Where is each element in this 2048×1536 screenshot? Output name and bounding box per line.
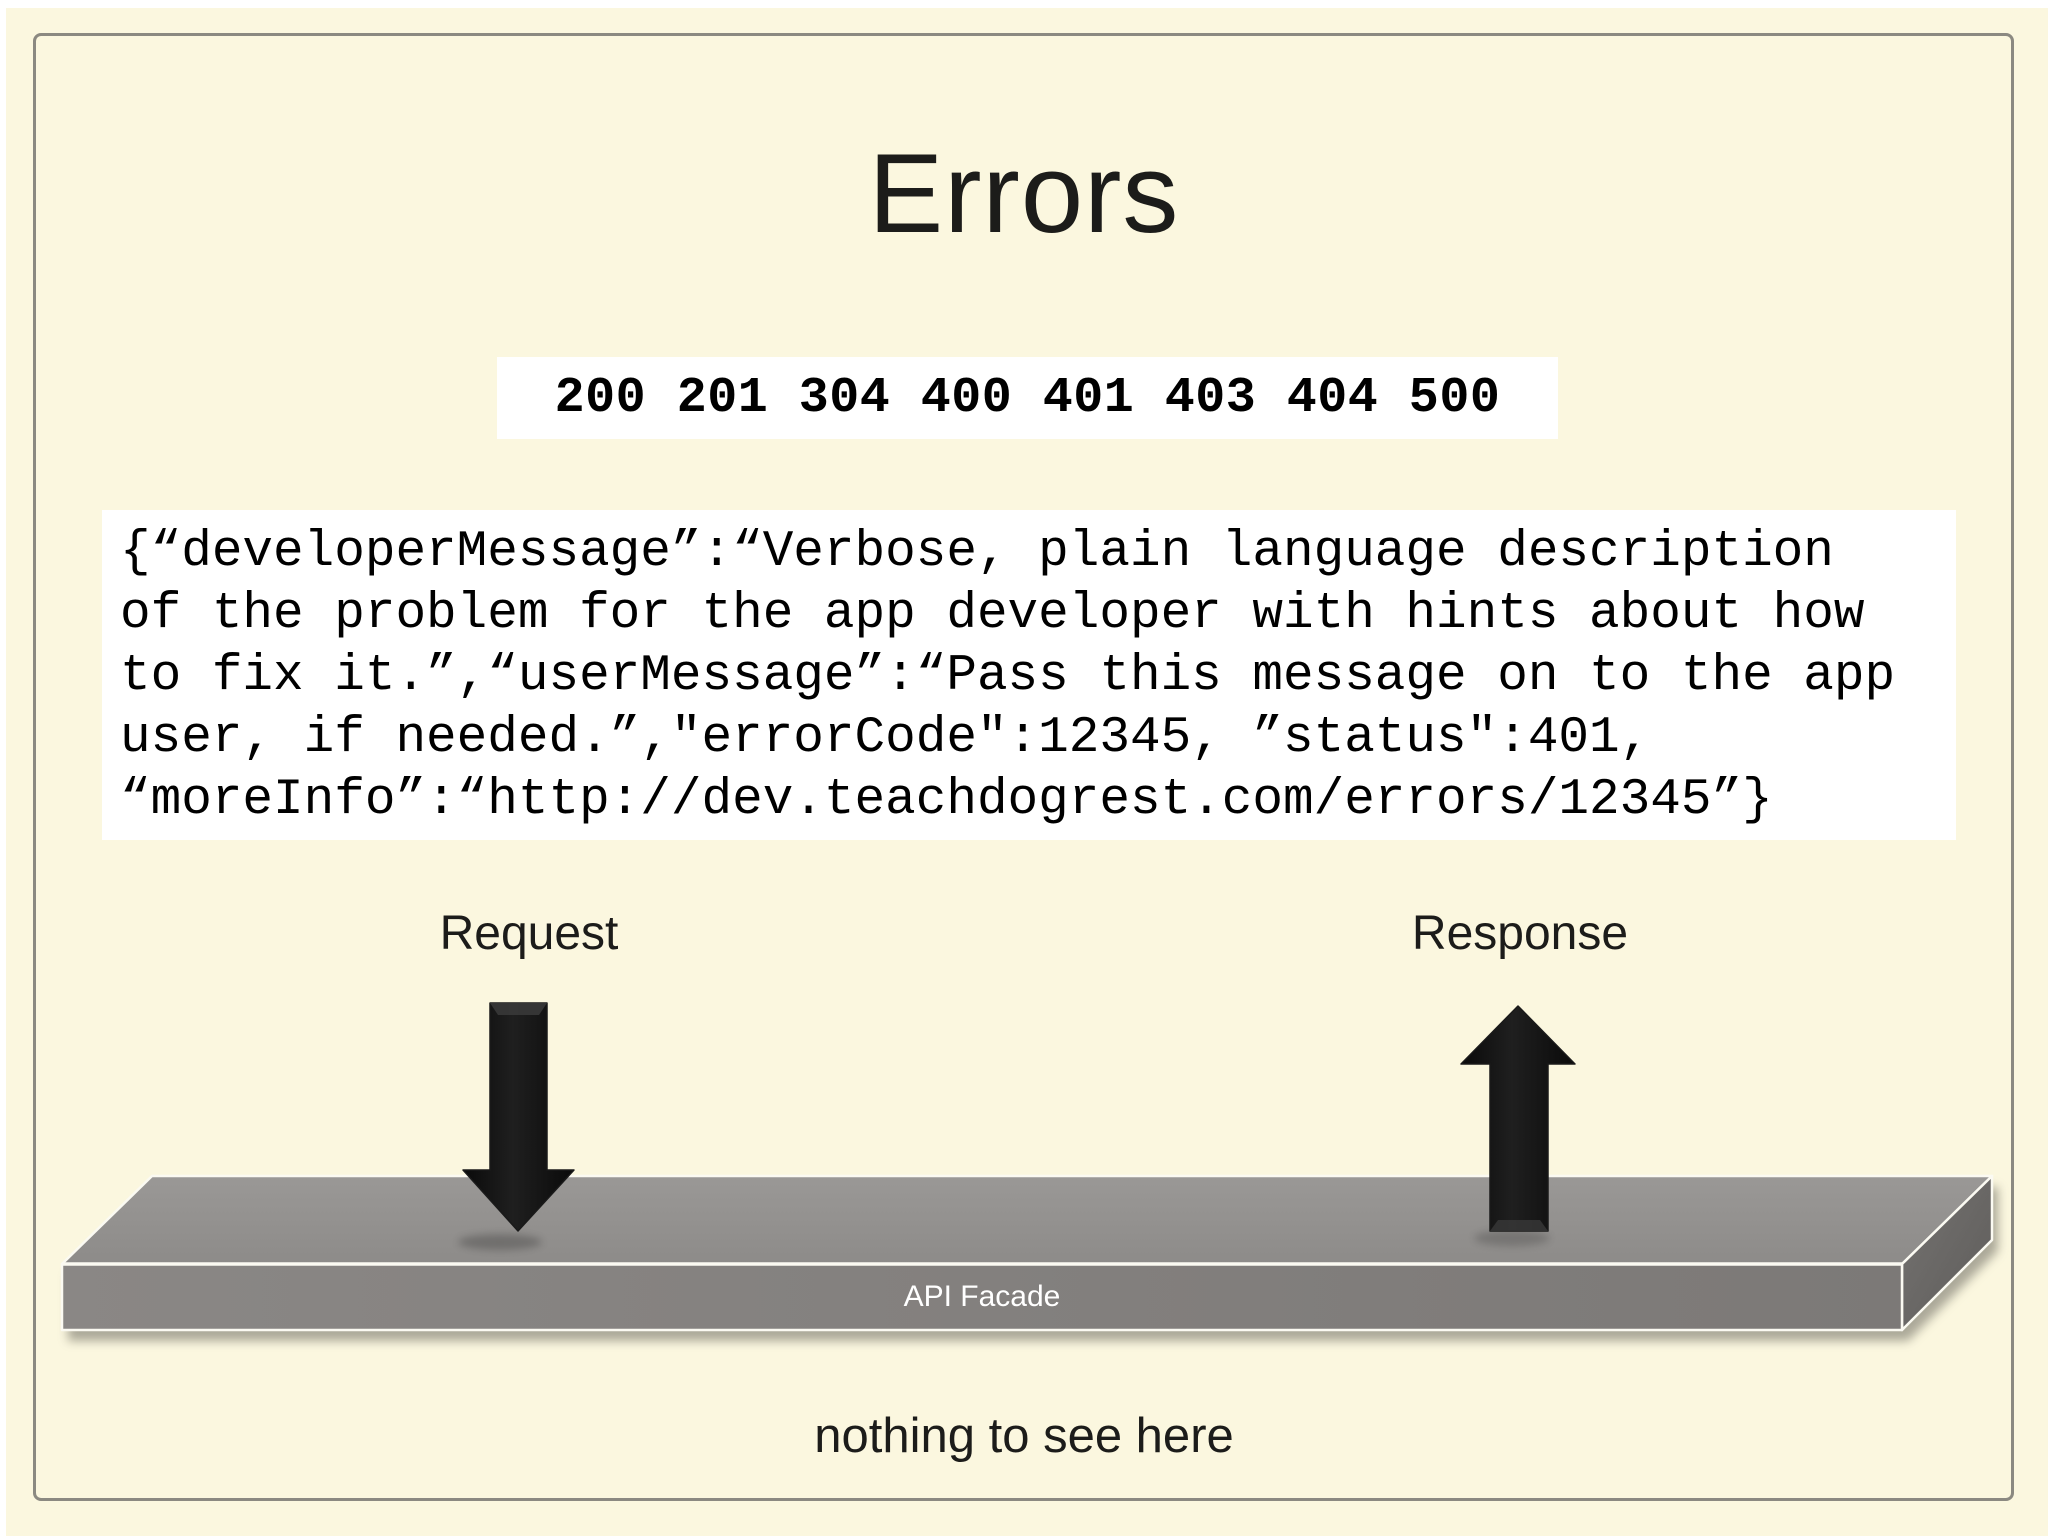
status-codes-box: 200 201 304 400 401 403 404 500 xyxy=(497,357,1558,439)
facade-top-face xyxy=(60,1174,1994,1266)
request-arrow-shadow xyxy=(458,1234,542,1250)
response-arrow-shadow xyxy=(1474,1230,1550,1246)
status-codes-text: 200 201 304 400 401 403 404 500 xyxy=(554,369,1501,427)
footer-note: nothing to see here xyxy=(814,1409,1234,1463)
slide-border xyxy=(33,33,2014,1501)
request-label: Request xyxy=(439,907,619,960)
api-facade-label: API Facade xyxy=(903,1280,1061,1313)
error-json-line-5: “moreInfo”:“http://dev.teachdogrest.com/… xyxy=(120,772,1773,829)
error-json-line-4: user, if needed.”,"errorCode":12345, ”st… xyxy=(120,710,1651,767)
error-json-box: {“developerMessage”:“Verbose, plain lang… xyxy=(102,510,1956,840)
request-arrow-icon xyxy=(462,1002,575,1232)
response-label: Response xyxy=(1411,907,1629,960)
response-arrow-icon xyxy=(1460,1005,1576,1232)
error-json-line-2: of the problem for the app developer wit… xyxy=(120,586,1865,643)
error-json-line-3: to fix it.”,“userMessage”:“Pass this mes… xyxy=(120,648,1896,705)
error-json-line-1: {“developerMessage”:“Verbose, plain lang… xyxy=(120,524,1834,581)
slide-title: Errors xyxy=(868,131,1180,256)
